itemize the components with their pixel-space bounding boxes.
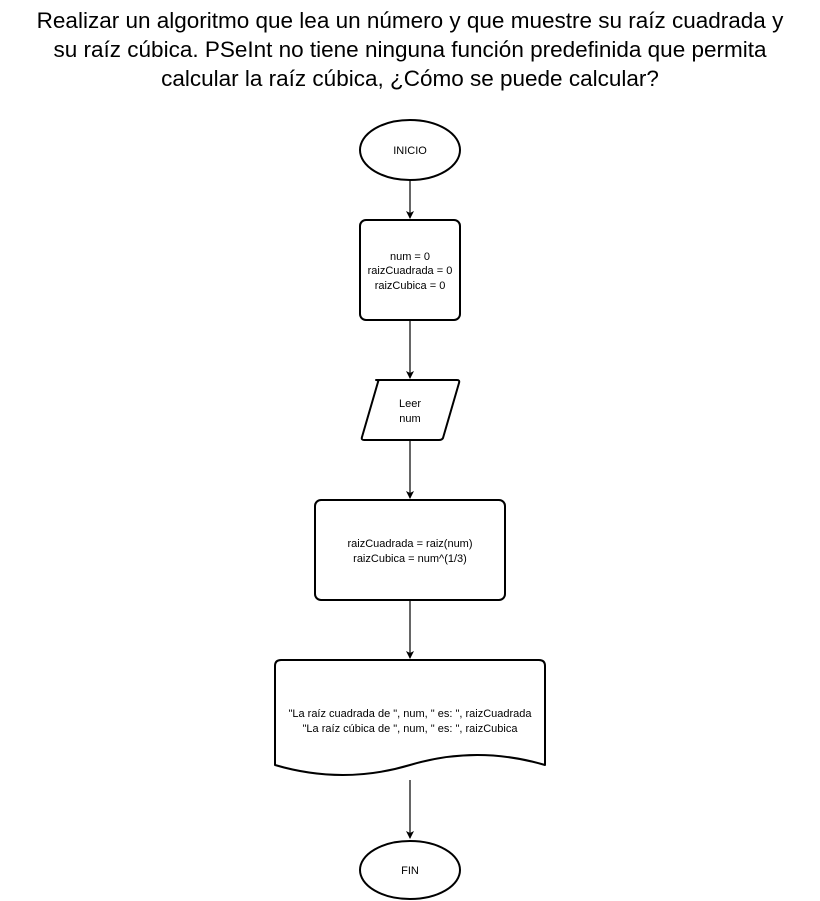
calc-line-1: raizCuadrada = raiz(num): [347, 538, 472, 550]
init-line-1: num = 0: [390, 251, 430, 263]
init-process-box: num = 0 raizCuadrada = 0 raizCubica = 0: [359, 219, 461, 321]
end-label: FIN: [401, 865, 419, 877]
init-line-2: raizCuadrada = 0: [368, 265, 453, 277]
title-line-3: calcular la raíz cúbica, ¿Cómo se puede …: [161, 66, 659, 91]
input-line-1: Leer: [399, 398, 421, 410]
calc-line-2: raizCubica = num^(1/3): [353, 553, 467, 565]
calc-process-box: raizCuadrada = raiz(num) raizCubica = nu…: [314, 499, 506, 601]
output-line-2: "La raíz cúbica de ", num, " es: ", raiz…: [303, 723, 519, 735]
title-line-2: su raíz cúbica. PSeInt no tiene ninguna …: [53, 37, 767, 62]
output-line-1: "La raíz cuadrada de ", num, " es: ", ra…: [288, 708, 532, 720]
output-document: "La raíz cuadrada de ", num, " es: ", ra…: [274, 659, 546, 776]
init-line-3: raizCubica = 0: [375, 280, 446, 292]
start-label: INICIO: [393, 145, 427, 157]
input-parallelogram: Leer num: [360, 379, 461, 441]
page-title: Realizar un algoritmo que lea un número …: [0, 6, 820, 93]
input-line-2: num: [399, 413, 420, 425]
start-terminator: INICIO: [359, 119, 461, 181]
title-line-1: Realizar un algoritmo que lea un número …: [36, 8, 784, 33]
end-terminator: FIN: [359, 840, 461, 900]
